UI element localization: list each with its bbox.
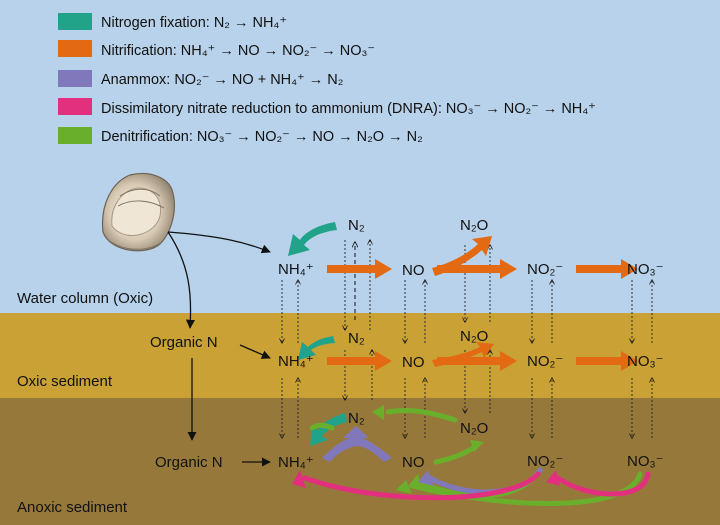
organic-n-flows [167, 231, 271, 467]
oxic-no3: NO₃⁻ [627, 353, 664, 370]
zone-label-anoxic-sediment: Anoxic sediment [17, 499, 128, 516]
water-n2o: N₂O [460, 217, 488, 234]
anoxic-nh4: NH₄⁺ [278, 454, 314, 471]
nitrification-flows [327, 236, 638, 371]
oxic-no2: NO₂⁻ [527, 353, 563, 370]
zone-label-water-column: Water column (Oxic) [17, 290, 153, 307]
legend-label-nitrification: Nitrification: NH₄⁺ → NO → NO₂⁻ → NO₃⁻ [101, 43, 375, 59]
nitrogen-fixation-flows [288, 222, 347, 446]
arrow-oyster-to-organic-n [167, 231, 196, 329]
legend-swatch-denitrification [58, 127, 92, 144]
anoxic-n2o: N₂O [460, 420, 488, 437]
anoxic-sediment-zone [0, 398, 720, 525]
arrow-oyster-to-water-nh4 [167, 231, 271, 254]
legend-label-nitrogen-fixation: Nitrogen fixation: N₂ → NH₄⁺ [101, 15, 287, 31]
water-no3: NO₃⁻ [627, 261, 664, 278]
water-column-zone [0, 0, 720, 313]
oxic-nh4: NH₄⁺ [278, 353, 314, 370]
legend-label-anammox: Anammox: NO₂⁻ → NO + NH₄⁺ → N₂ [101, 72, 343, 88]
legend-label-dnra: Dissimilatory nitrate reduction to ammon… [101, 101, 596, 117]
oxic-sediment-zone [0, 313, 720, 398]
oxic-organic-n: Organic N [150, 334, 218, 351]
arrow-organic-n-to-oxic-nh4 [239, 344, 271, 359]
oyster-shell-icon [101, 172, 175, 252]
oxic-n2: N₂ [348, 330, 365, 347]
anoxic-no: NO [402, 454, 425, 471]
dnra-flows [292, 470, 651, 501]
legend-swatch-nitrogen-fixation [58, 13, 92, 30]
anoxic-organic-n: Organic N [155, 454, 223, 471]
anoxic-no2: NO₂⁻ [527, 453, 563, 470]
anoxic-n2: N₂ [348, 410, 365, 427]
anoxic-no3: NO₃⁻ [627, 453, 664, 470]
vertical-exchange-arrows [282, 240, 652, 438]
legend-label-denitrification: Denitrification: NO₃⁻ → NO₂⁻ → NO → N₂O … [101, 129, 423, 145]
legend: Nitrogen fixation: N₂ → NH₄⁺ Nitrificati… [58, 13, 596, 145]
oxic-sediment-species: Organic N NH₄⁺ NO NO₂⁻ NO₃⁻ N₂ N₂O [150, 328, 664, 371]
water-no2: NO₂⁻ [527, 261, 563, 278]
zone-label-oxic-sediment: Oxic sediment [17, 373, 113, 390]
legend-swatch-nitrification [58, 40, 92, 57]
legend-swatch-anammox [58, 70, 92, 87]
water-nh4: NH₄⁺ [278, 261, 314, 278]
denitrification-heads [372, 405, 484, 494]
water-column-species: NH₄⁺ NO NO₂⁻ NO₃⁻ N₂ N₂O [278, 217, 664, 279]
oxic-n2o: N₂O [460, 328, 488, 345]
water-no: NO [402, 262, 425, 279]
oxic-no: NO [402, 354, 425, 371]
legend-swatch-dnra [58, 98, 92, 115]
water-n2: N₂ [348, 217, 365, 234]
anoxic-sediment-species: Organic N NH₄⁺ NO NO₂⁻ NO₃⁻ N₂ N₂O [155, 410, 664, 471]
